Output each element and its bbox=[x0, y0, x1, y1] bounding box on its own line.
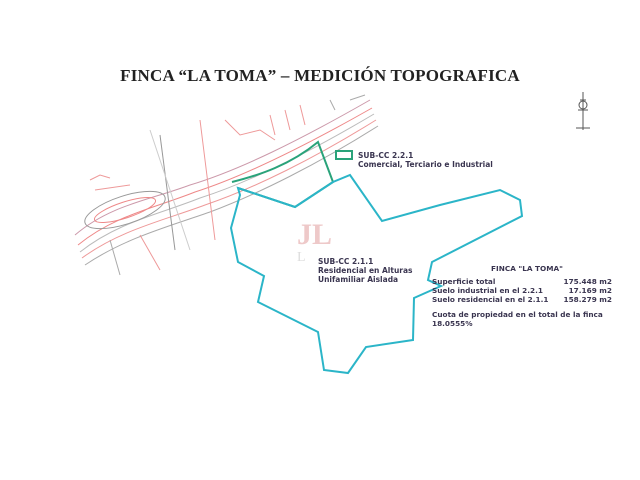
info-label: Superficie total bbox=[432, 277, 496, 286]
road-network bbox=[74, 94, 379, 276]
zone-desc-1: Residencial en Alturas bbox=[318, 266, 413, 275]
info-value: 175.448 m2 bbox=[563, 277, 612, 286]
watermark-logo: JL bbox=[297, 218, 333, 251]
info-row: Suelo residencial en el 2.1.1 158.279 m2 bbox=[432, 295, 612, 304]
info-label: Suelo residencial en el 2.1.1 bbox=[432, 295, 549, 304]
info-value: 17.169 m2 bbox=[568, 286, 612, 295]
watermark-logo-sub: L bbox=[297, 250, 306, 265]
zone-label-sub-2-1-1: SUB-CC 2.1.1 Residencial en Alturas Unif… bbox=[318, 257, 413, 284]
sub-cc-2-2-1-boundary bbox=[231, 140, 335, 209]
page-title: FINCA “LA TOMA” – MEDICIÓN TOPOGRAFICA bbox=[120, 66, 520, 85]
info-panel: FINCA "LA TOMA" Superficie total 175.448 … bbox=[432, 264, 612, 328]
sub-cc-2-1-1-boundary bbox=[229, 173, 524, 375]
info-heading: FINCA "LA TOMA" bbox=[491, 264, 563, 273]
zone-code: SUB-CC 2.1.1 bbox=[318, 257, 374, 266]
north-arrow-icon bbox=[576, 92, 590, 130]
zone-desc-2: Unifamiliar Aislada bbox=[318, 275, 399, 284]
quota-value: 18.0555% bbox=[432, 319, 473, 328]
info-label: Suelo industrial en el 2.2.1 bbox=[432, 286, 543, 295]
legend-swatch-sub-2-2-1 bbox=[335, 150, 353, 160]
quota-label: Cuota de propiedad en el total de la fin… bbox=[432, 310, 603, 319]
info-row: Suelo industrial en el 2.2.1 17.169 m2 bbox=[432, 286, 612, 295]
legend-code: SUB-CC 2.2.1 bbox=[358, 151, 414, 160]
info-value: 158.279 m2 bbox=[563, 295, 612, 304]
legend-sub-2-2-1: SUB-CC 2.2.1 Comercial, Terciario e Indu… bbox=[358, 151, 493, 169]
info-row: Superficie total 175.448 m2 bbox=[432, 277, 612, 286]
legend-desc: Comercial, Terciario e Industrial bbox=[358, 160, 493, 169]
